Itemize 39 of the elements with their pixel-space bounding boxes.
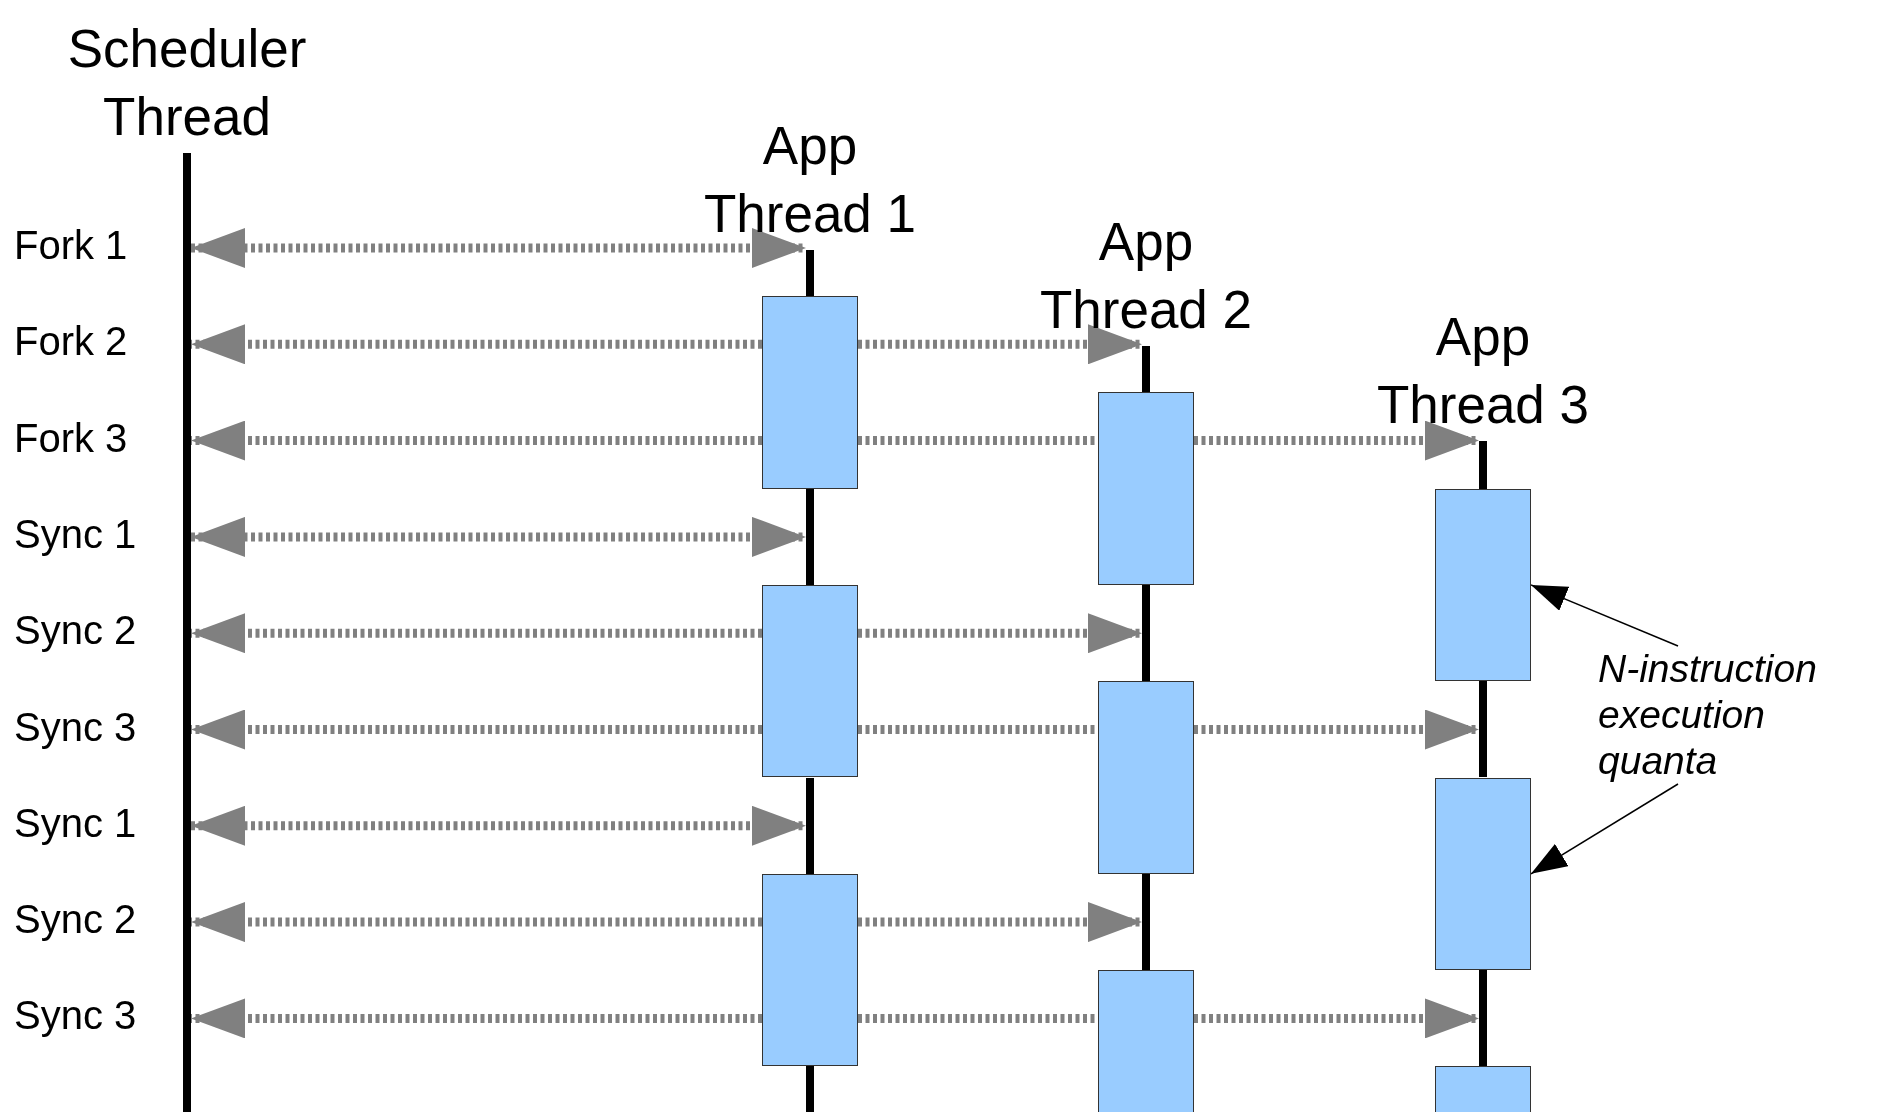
execution-block [1098,681,1194,874]
event-label: Sync 1 [14,510,137,557]
leader-line [1530,783,1679,875]
event-label: Fork 1 [14,222,128,268]
message-arrow [191,228,806,268]
message-arrow [858,613,1142,654]
event-label: Sync 1 [14,799,137,846]
execution-block [762,584,858,778]
message-arrow [858,324,1142,365]
leader-line [1530,584,1679,647]
event-label: Sync 2 [14,896,137,943]
execution-block [762,873,858,1067]
message-arrow [191,709,762,750]
message-arrow [191,516,806,557]
message-arrow [1194,998,1479,1039]
thread-header: App Thread 2 [1038,211,1254,341]
execution-block [762,296,858,489]
message-arrow [191,420,762,461]
message-arrow [191,998,762,1039]
thread-header: Scheduler Thread [66,18,308,148]
message-arrow [1194,709,1479,750]
thread-header: App Thread 3 [1375,306,1591,436]
event-label: Sync 3 [14,992,137,1039]
annotation-text: N-instruction execution quanta [1598,646,1848,784]
message-arrow [191,902,762,943]
message-arrow [191,613,762,654]
event-label: Sync 2 [14,607,137,654]
message-arrow [191,805,806,846]
event-label: Fork 2 [14,318,128,365]
execution-block [1435,777,1531,971]
message-arrow [1194,420,1479,461]
event-label: Sync 3 [14,703,137,750]
event-label: Fork 3 [14,414,128,461]
execution-block [1098,392,1194,585]
message-arrow [858,902,1142,943]
thread-header: App Thread 1 [702,115,918,245]
execution-block [1098,970,1194,1112]
execution-block [1435,488,1531,682]
message-arrow [191,324,762,365]
